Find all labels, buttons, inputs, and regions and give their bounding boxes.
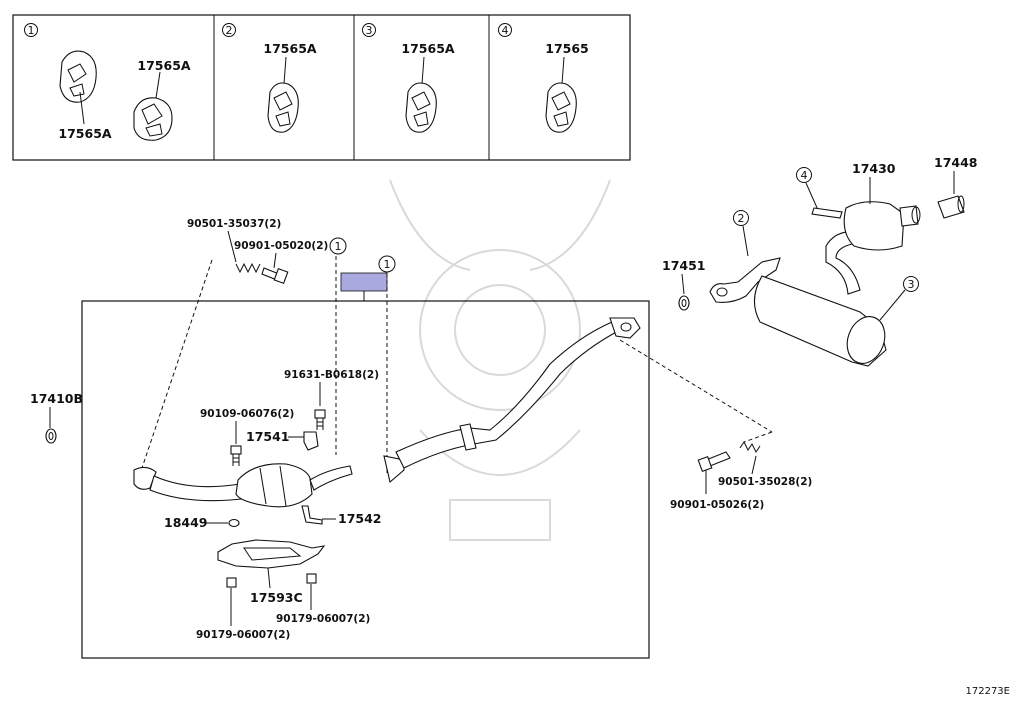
diagram-reference-code: 172273E [965,686,1011,697]
part-label: 17565A [58,126,111,141]
inset-box-4: 4 17565 [498,23,589,133]
part-label: 17565A [263,41,316,56]
part-label: 17565 [545,41,589,56]
inset-number: 2 [226,24,233,37]
part-label: 17565A [137,58,190,73]
gasket-ring-icon[interactable] [678,295,690,311]
highlight-block[interactable] [340,272,388,292]
part-label: 90501-35028(2) [718,476,812,488]
svg-text:3: 3 [908,278,915,291]
callout-2: 2 [733,210,749,226]
part-label: 90501-35037(2) [187,218,281,230]
bolt-icon[interactable] [230,445,242,466]
part-label: 17541 [246,429,290,444]
part-label: 90901-05026(2) [670,499,764,511]
part-label: 90109-06076(2) [200,408,294,420]
part-label: 91631-B0618(2) [284,369,379,381]
svg-text:2: 2 [738,212,745,225]
part-label: 17451 [662,258,706,273]
nut-icon[interactable] [306,573,317,584]
inset-box-1: 1 17565A 17565A [24,23,191,141]
part-label: 17593C [250,590,303,605]
inset-panel: 1 17565A 17565A 2 17565A [12,14,631,161]
washer-icon[interactable] [228,518,240,528]
watermark-emblem [389,179,611,541]
rubber-hanger-icon[interactable] [133,97,173,141]
nut-icon[interactable] [226,577,237,588]
callout-3: 3 [903,276,919,292]
bracket-icon[interactable] [303,431,319,451]
spring-bolt-icon[interactable] [697,441,761,473]
rubber-hanger-icon[interactable] [405,82,437,133]
callout-4: 4 [796,167,812,183]
part-label: 17542 [338,511,382,526]
tailpipe-tip-icon[interactable] [937,195,965,219]
muffler-icon[interactable] [709,201,921,369]
part-label: 17410B [30,391,83,406]
spring-bolt-icon[interactable] [235,262,289,285]
front-pipe-icon[interactable] [133,463,353,508]
part-label: 90901-05020(2) [234,240,328,252]
inset-box-2: 2 17565A [222,23,317,133]
rubber-hanger-icon[interactable] [545,82,577,133]
part-label: 18449 [164,515,208,530]
center-pipe-icon[interactable] [383,317,641,484]
inset-number: 3 [366,24,373,37]
bracket-icon[interactable] [301,505,323,525]
callout-1a: 1 [329,237,347,255]
part-label: 17430 [852,161,896,176]
part-label: 17565A [401,41,454,56]
rubber-hanger-icon[interactable] [267,82,299,133]
callout-1b: 1 [378,255,396,273]
bolt-icon[interactable] [314,409,326,430]
part-label: 90179-06007(2) [276,613,370,625]
heat-insulator-icon[interactable] [217,539,326,569]
part-label: 17448 [934,155,978,170]
inset-box-3: 3 17565A [362,23,455,133]
svg-text:1: 1 [384,258,391,271]
rubber-hanger-icon[interactable] [59,50,97,103]
svg-text:4: 4 [801,169,808,182]
part-label: 90179-06007(2) [196,629,290,641]
svg-text:1: 1 [335,240,342,253]
inset-number: 4 [502,24,509,37]
assembly-frame [81,300,650,659]
gasket-ring-icon[interactable] [45,428,57,444]
inset-number: 1 [28,24,35,37]
